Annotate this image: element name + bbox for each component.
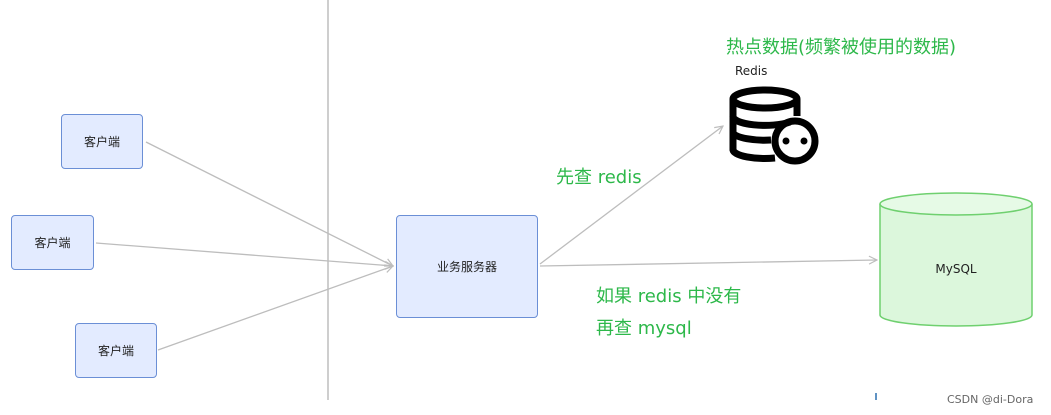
connector-server-redis — [539, 126, 723, 265]
client-node-1: 客户端 — [61, 114, 143, 169]
mysql-label: MySQL — [935, 262, 977, 276]
client-node-3: 客户端 — [75, 323, 157, 378]
connector-client1-server — [145, 141, 393, 266]
business-server-node: 业务服务器 — [396, 215, 538, 318]
hot-data-annotation: 热点数据(频繁被使用的数据) — [726, 37, 957, 58]
fallback-annotation-line1: 如果 redis 中没有 — [596, 286, 742, 307]
mysql-cylinder — [879, 192, 1033, 327]
redis-label: Redis — [735, 64, 768, 78]
check-redis-annotation: 先查 redis — [556, 167, 642, 188]
redis-database-icon — [729, 86, 819, 165]
connector-server-mysql — [539, 260, 877, 267]
fallback-annotation-line2: 再查 mysql — [596, 318, 692, 339]
connector-client2-server — [95, 242, 393, 266]
watermark: CSDN @di-Dora — [947, 393, 1034, 406]
connector-client3-server — [157, 266, 393, 351]
client-node-2: 客户端 — [11, 215, 94, 270]
